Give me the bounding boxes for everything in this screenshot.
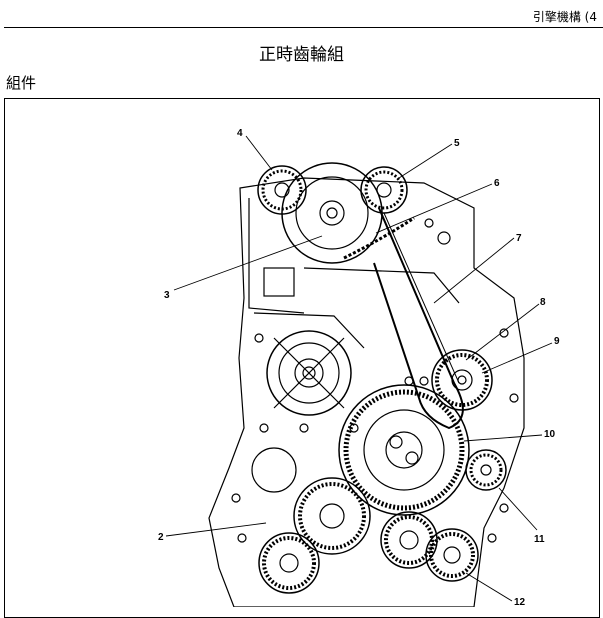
engine-block-outline	[208, 177, 525, 607]
timing-chain	[373, 207, 464, 430]
callout-6: 6	[494, 178, 500, 189]
section-title: 正時齒輪組	[259, 45, 344, 65]
callout-12: 12	[514, 597, 526, 607]
callout-leaders	[165, 135, 553, 602]
callout-4: 4	[237, 128, 243, 139]
header-divider	[4, 27, 603, 28]
callout-5: 5	[454, 138, 460, 149]
callout-9: 9	[554, 336, 560, 347]
callout-8: 8	[540, 297, 546, 308]
callout-11: 11	[534, 534, 545, 545]
timing-gear-diagram: 4 5 6 7 8 9 10 11 12 3 2	[158, 128, 560, 607]
callout-7: 7	[516, 233, 522, 244]
callout-10: 10	[544, 429, 556, 440]
callout-3: 3	[164, 290, 170, 301]
subsection-title: 組件	[6, 74, 37, 92]
callout-2: 2	[158, 532, 164, 543]
chapter-header: 引擎機構 (4	[532, 10, 597, 24]
